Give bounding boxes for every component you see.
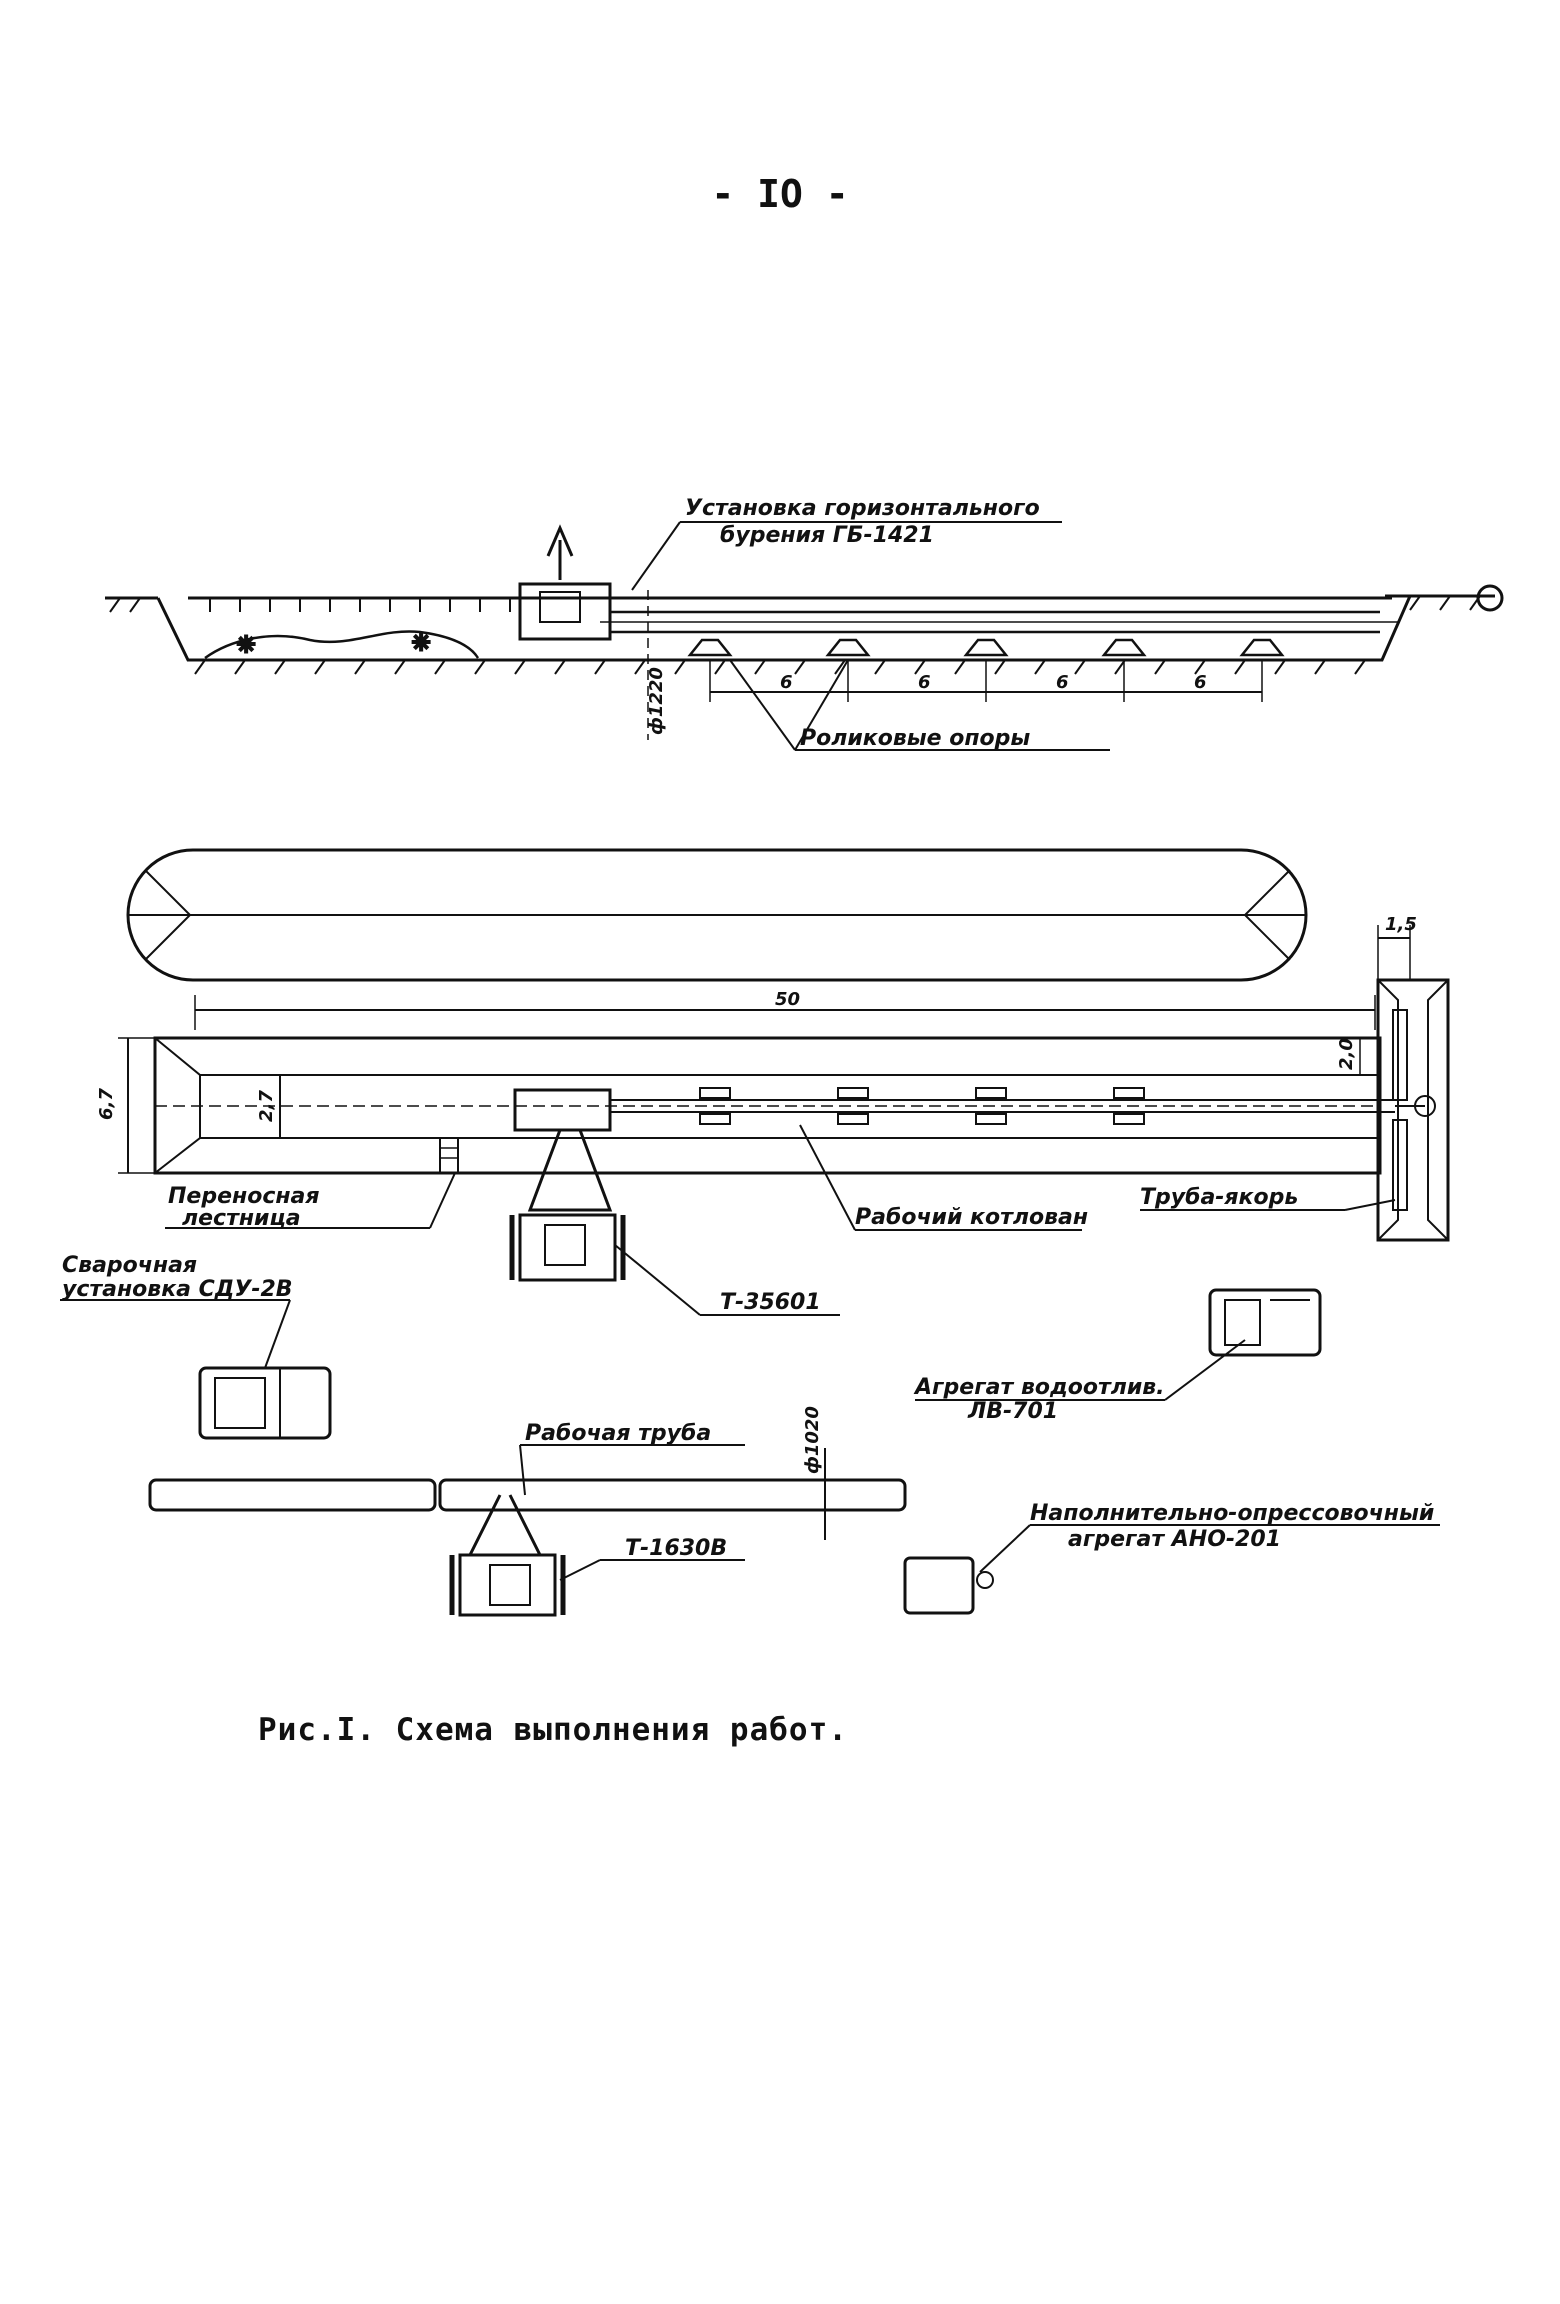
svg-text:✳: ✳ bbox=[412, 631, 430, 656]
pit-boring-rig bbox=[513, 1088, 612, 1132]
dim-spacing-2: 6 bbox=[918, 672, 931, 693]
welding-unit bbox=[198, 1366, 332, 1440]
label-welding-line1: Сварочная bbox=[62, 1253, 197, 1278]
portable-ladder bbox=[439, 1137, 459, 1174]
elevation-view: ✳ ✳ bbox=[105, 521, 1504, 751]
label-anchor-pipe: Труба-якорь bbox=[1140, 1185, 1298, 1210]
label-ladder-line1: Переносная bbox=[168, 1184, 320, 1209]
dim-spacing-3: 6 bbox=[1056, 672, 1069, 693]
page-number: - IO - bbox=[711, 172, 849, 216]
svg-text:✳: ✳ bbox=[237, 633, 255, 658]
dim-width: 6,7 bbox=[96, 1088, 117, 1120]
figure-caption: Рис.I. Схема выполнения работ. bbox=[258, 1712, 848, 1748]
dim-spacing-4: 6 bbox=[1194, 672, 1207, 693]
dim-working-pipe-diameter: ф1020 bbox=[802, 1406, 823, 1474]
label-working-pipe: Рабочая труба bbox=[525, 1421, 711, 1446]
label-pump-line1: Агрегат водоотлив. bbox=[913, 1375, 1165, 1400]
dim-end-2: 2,0 bbox=[1336, 1038, 1357, 1070]
label-roller-supports: Роликовые опоры bbox=[800, 726, 1030, 751]
label-t1630b: Т-1630В bbox=[625, 1536, 727, 1561]
label-drill-line1: Установка горизонтального bbox=[685, 496, 1040, 521]
dim-end: 1,5 bbox=[1385, 914, 1417, 935]
dim-length: 50 bbox=[775, 989, 800, 1010]
label-welding-line2: установка СДУ-2В bbox=[62, 1277, 293, 1302]
label-t35601: Т-35601 bbox=[720, 1290, 821, 1315]
direction-arrow-icon bbox=[546, 524, 574, 557]
tractor-t35601 bbox=[509, 1129, 626, 1282]
anchor-pit bbox=[1376, 978, 1450, 1242]
filling-pressure-unit bbox=[903, 1556, 994, 1615]
anchor-pipe bbox=[1392, 1009, 1408, 1101]
dim-pipe-diameter: ф1220 bbox=[646, 667, 667, 735]
label-drill-line2: бурения ГБ-1421 bbox=[720, 523, 934, 548]
label-filling-line2: агрегат АНО-201 bbox=[1068, 1527, 1281, 1552]
dewatering-pump-unit bbox=[1208, 1288, 1322, 1357]
scale-ticks bbox=[209, 598, 511, 612]
crane-t1630b bbox=[449, 1494, 566, 1617]
roller-supports bbox=[687, 638, 1285, 657]
label-ladder-line2: лестница bbox=[182, 1206, 301, 1231]
working-pipe bbox=[148, 1448, 907, 1540]
dim-inner: 2,7 bbox=[256, 1090, 277, 1122]
ground-hatching bbox=[109, 595, 1481, 675]
label-filling-line1: Наполнительно-опрессовочный bbox=[1030, 1501, 1434, 1526]
dim-spacing-1: 6 bbox=[780, 672, 793, 693]
plan-view bbox=[60, 848, 1450, 1617]
label-working-pit: Рабочий котлован bbox=[855, 1205, 1088, 1230]
label-pump-line2: ЛВ-701 bbox=[967, 1399, 1058, 1424]
